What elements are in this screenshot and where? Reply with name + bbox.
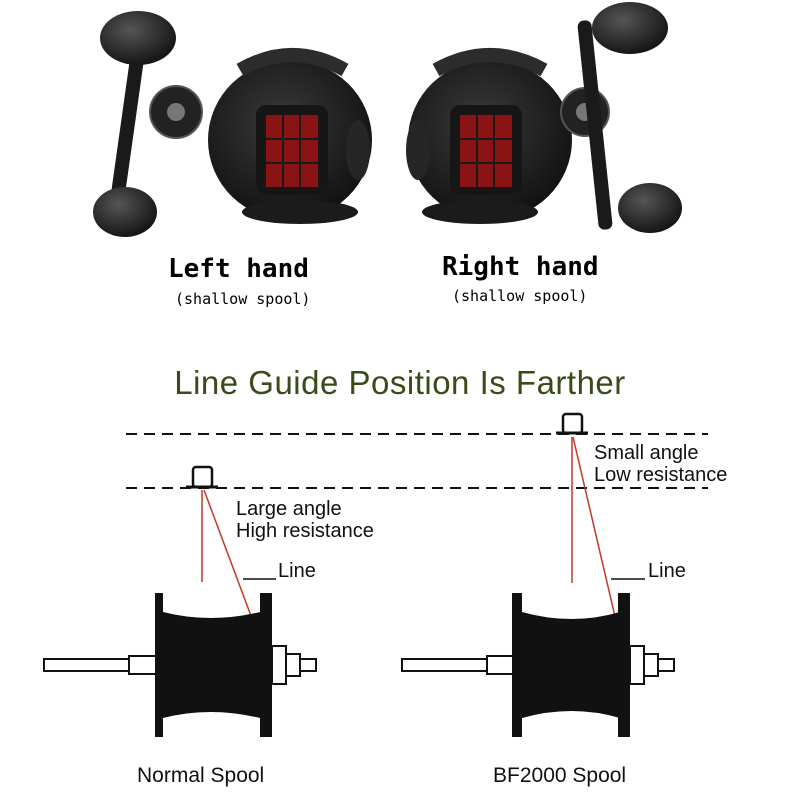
bf2000-spool-label: BF2000 Spool: [493, 764, 627, 787]
low-resistance-text: Low resistance: [594, 464, 728, 486]
page-title: Line Guide Position Is Farther: [174, 364, 626, 401]
handle-knob-icon: [93, 187, 157, 237]
right-hand-sublabel: (shallow spool): [452, 287, 588, 305]
handle-knob-icon: [592, 2, 668, 54]
bf2000-spool-diagram: [401, 593, 675, 737]
normal-spool-label: Normal Spool: [137, 764, 265, 787]
right-hand-reel: [406, 2, 682, 233]
line-guide-icon: [186, 465, 218, 489]
small-angle-text: Small angle: [594, 442, 699, 464]
handle-knob-icon: [100, 11, 176, 65]
bf2000-line-label: Line: [648, 560, 686, 582]
large-angle-text: Large angle: [236, 498, 342, 520]
normal-line-label: Line: [278, 560, 316, 582]
right-hand-label: Right hand: [442, 252, 599, 282]
high-resistance-text: High resistance: [236, 520, 374, 542]
handle-knob-icon: [618, 183, 682, 233]
spool-icon: [460, 115, 512, 187]
large-angle-note: Large angle High resistance: [236, 498, 374, 542]
small-angle-note: Small angle Low resistance: [594, 442, 727, 486]
left-hand-label: Left hand: [168, 254, 309, 284]
normal-spool-diagram: [43, 593, 317, 737]
spool-icon: [266, 115, 318, 187]
left-hand-sublabel: (shallow spool): [175, 290, 311, 308]
line-guide-icon: [556, 412, 588, 435]
left-hand-reel: [93, 11, 372, 237]
